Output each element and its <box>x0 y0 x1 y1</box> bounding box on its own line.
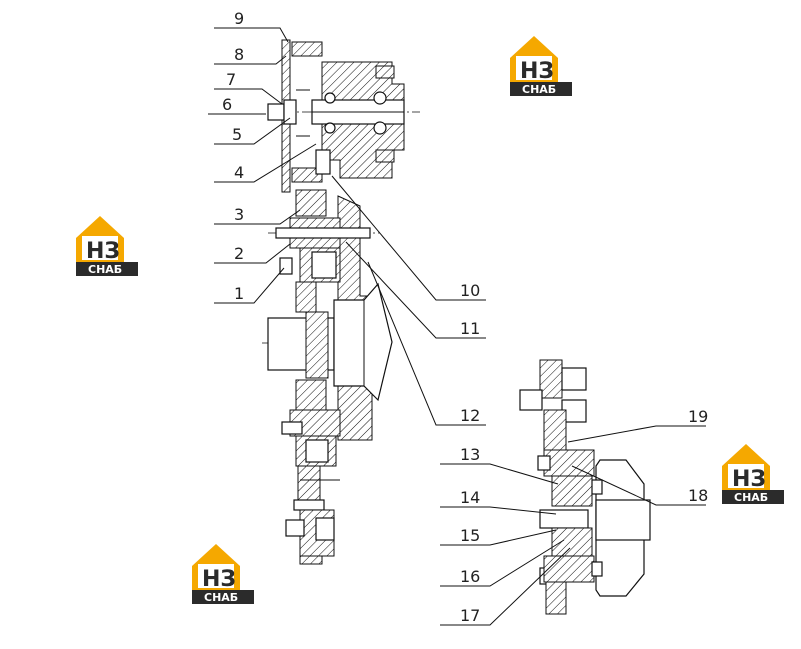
watermark-logo-top: НЗ СНАБ <box>510 36 572 96</box>
callout-9: 9 <box>234 9 244 28</box>
main-assembly <box>262 39 420 565</box>
callout-labels: 9 8 7 6 5 4 3 2 1 10 11 12 19 18 13 14 1… <box>222 9 708 625</box>
callout-5: 5 <box>232 125 242 144</box>
callout-17: 17 <box>460 606 480 625</box>
callout-11: 11 <box>460 319 480 338</box>
detail-assembly <box>519 359 651 615</box>
callout-19: 19 <box>688 407 708 426</box>
callout-4: 4 <box>234 163 244 182</box>
callout-10: 10 <box>460 281 480 300</box>
svg-text:СНАБ: СНАБ <box>522 83 556 96</box>
svg-text:НЗ: НЗ <box>520 59 554 84</box>
svg-text:СНАБ: СНАБ <box>204 591 238 604</box>
svg-text:НЗ: НЗ <box>732 467 766 492</box>
callout-7: 7 <box>226 70 236 89</box>
callout-1: 1 <box>234 284 244 303</box>
svg-text:НЗ: НЗ <box>202 567 236 592</box>
callout-12: 12 <box>460 406 480 425</box>
callout-3: 3 <box>234 205 244 224</box>
callout-8: 8 <box>234 45 244 64</box>
callout-13: 13 <box>460 445 480 464</box>
svg-text:СНАБ: СНАБ <box>734 491 768 504</box>
callout-15: 15 <box>460 526 480 545</box>
watermark-logo-bottom: НЗ СНАБ <box>192 544 254 604</box>
callout-14: 14 <box>460 488 480 507</box>
watermark-logo-right: НЗ СНАБ <box>722 444 784 504</box>
callout-6: 6 <box>222 95 232 114</box>
callout-18: 18 <box>688 486 708 505</box>
watermark-logo-left: НЗ СНАБ <box>76 216 138 276</box>
callout-2: 2 <box>234 244 244 263</box>
svg-text:НЗ: НЗ <box>86 239 120 264</box>
leader-lines <box>208 27 706 626</box>
svg-text:СНАБ: СНАБ <box>88 263 122 276</box>
callout-16: 16 <box>460 567 480 586</box>
